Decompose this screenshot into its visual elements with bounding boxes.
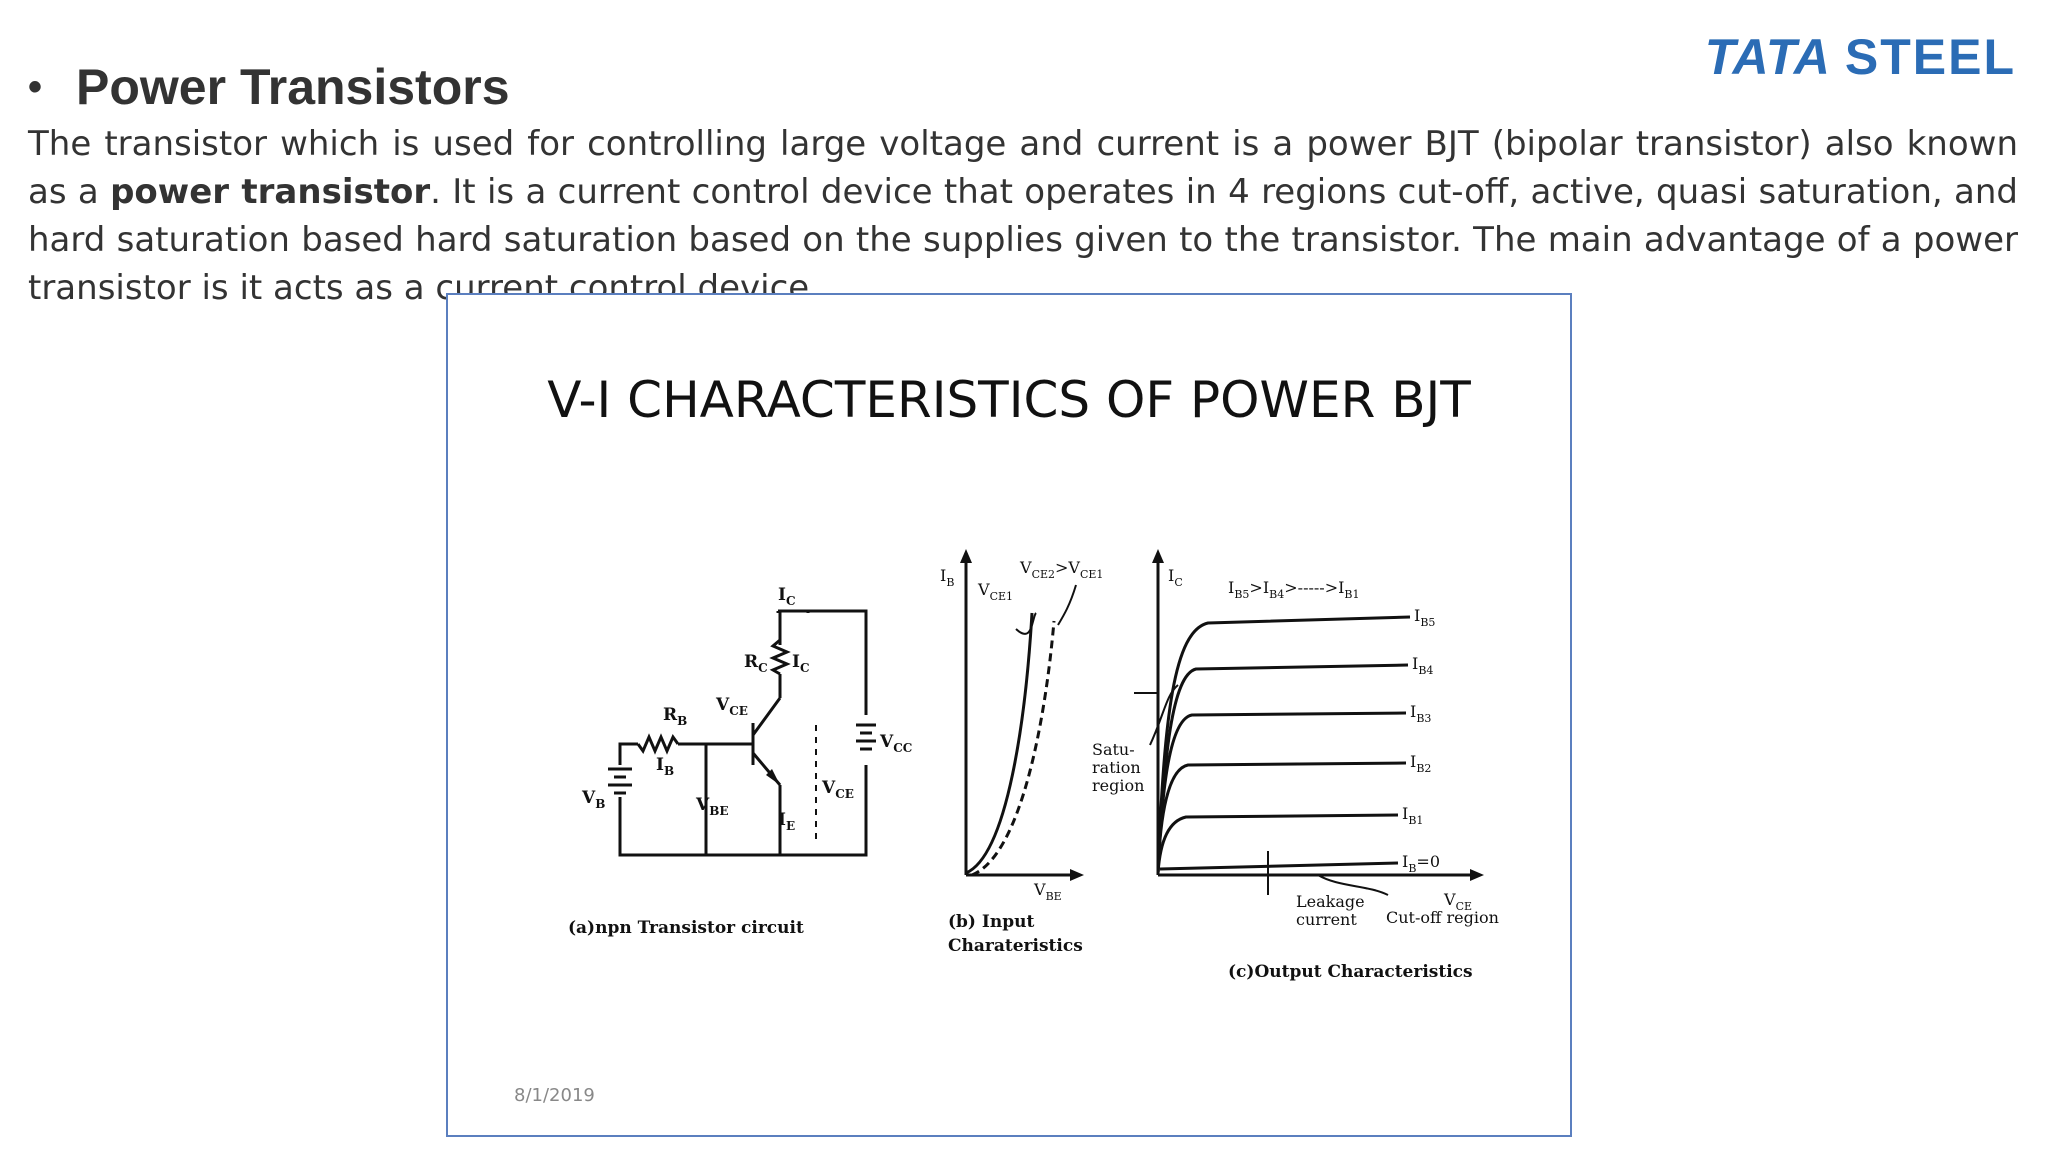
figure-title: V-I CHARACTERISTICS OF POWER BJT (547, 371, 1471, 429)
label-rc: RC (744, 652, 768, 675)
bjt-characteristics-diagram: IC RC IC RB VCE IB VB VBE VCE IE VCC (a)… (568, 549, 1499, 982)
cutoff-label: Cut-off region (1386, 908, 1499, 927)
label-vce: VCE (821, 778, 854, 801)
label-rb: RB (663, 705, 687, 728)
label-ie: IE (778, 810, 795, 833)
body-bold-term: power transistor (110, 172, 431, 212)
label-vcc: VCC (879, 732, 912, 755)
label-vb: VB (581, 788, 605, 811)
slide-date: 8/1/2019 (514, 1085, 595, 1106)
leakage-label-2: current (1296, 910, 1357, 929)
heading-title: Power Transistors (76, 59, 510, 115)
slide-heading: • Power Transistors (28, 58, 510, 116)
label-vbe: VBE (695, 795, 729, 818)
output-y-axis-label: IC (1168, 566, 1183, 589)
logo-steel: STEEL (1844, 29, 2016, 85)
curve-label-ib5: IB5 (1414, 606, 1435, 629)
body-paragraph: The transistor which is used for control… (28, 120, 2018, 312)
label-ic-mid: IC (792, 652, 810, 675)
bullet-icon: • (28, 64, 43, 109)
curve-label-ib0: IB=0 (1402, 852, 1440, 875)
logo-tata: TATA (1704, 29, 1831, 85)
curve-label-ib3: IB3 (1410, 702, 1431, 725)
output-relation-label: IB5>IB4>----->IB1 (1228, 578, 1360, 601)
saturation-label-3: region (1092, 776, 1144, 795)
body-text-2: . It is a current control device that op… (28, 172, 2018, 308)
saturation-label-2: ration (1092, 758, 1141, 777)
label-ic-top: IC (778, 585, 796, 608)
curve-label-ib2: IB2 (1410, 752, 1431, 775)
input-curve-label: VCE1 (977, 580, 1013, 603)
input-relation-label: VCE2>VCE1 (1019, 558, 1103, 581)
caption-output: (c)Output Characteristics (1228, 962, 1473, 982)
caption-input-2: Charateristics (948, 936, 1083, 956)
caption-input-1: (b) Input (948, 912, 1034, 932)
body-text-1: The transistor which is used for control… (28, 124, 2018, 212)
output-x-axis-label: VCE (1443, 890, 1472, 913)
label-vcb: VCE (715, 695, 748, 718)
label-ib: IB (656, 755, 674, 778)
input-x-axis-label: VBE (1033, 880, 1062, 903)
saturation-label-1: Satu- (1092, 740, 1135, 759)
caption-circuit: (a)npn Transistor circuit (568, 918, 804, 938)
input-y-axis-label: IB (940, 566, 954, 589)
curve-label-ib1: IB1 (1402, 804, 1423, 827)
leakage-label-1: Leakage (1296, 892, 1365, 911)
curve-label-ib4: IB4 (1412, 654, 1433, 677)
embedded-slide-figure: V-I CHARACTERISTICS OF POWER BJT (446, 293, 1572, 1137)
